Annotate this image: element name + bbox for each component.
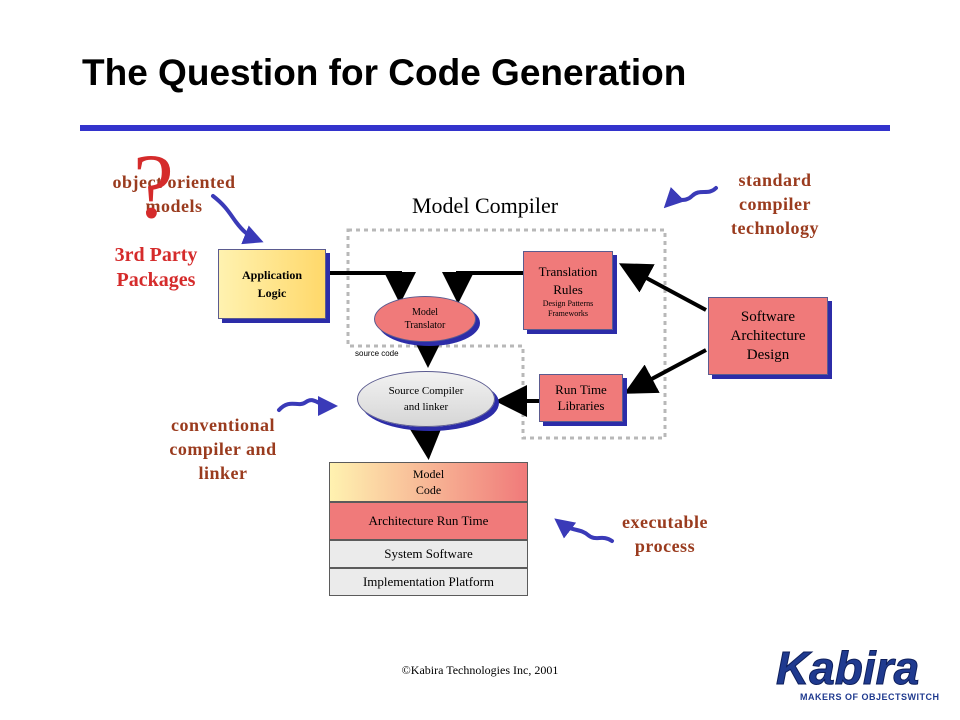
question-mark: ? [133, 135, 174, 237]
squiggle-arrow-executable [554, 518, 614, 543]
model-translator-ellipse: Model Translator [374, 296, 476, 342]
arrow-architecture-to-rules [618, 263, 707, 312]
title-underline [80, 125, 890, 131]
svg-text:Kabira: Kabira [776, 642, 919, 694]
object-oriented-models-label: object oriented models [112, 172, 236, 216]
run-time-libraries-box: Run Time Libraries [539, 374, 623, 422]
arrow-compiler-to-model-code [410, 426, 442, 460]
squiggle-arrow-standard [663, 186, 718, 209]
system-software-layer: System Software [329, 540, 528, 568]
kabira-logo: Kabira MAKERS OF OBJECTSWITCH [770, 640, 948, 710]
svg-text:MAKERS OF OBJECTSWITCH: MAKERS OF OBJECTSWITCH [800, 692, 940, 702]
standard-compiler-label: standard compiler technology [731, 170, 819, 238]
squiggle-arrow-conventional [277, 395, 338, 416]
software-architecture-box: Software Architecture Design [708, 297, 828, 375]
conventional-compiler-label: conventional compiler and linker [169, 415, 277, 483]
model-compiler-boundary [346, 228, 667, 440]
arrow-app-logic-to-translator [330, 271, 416, 304]
model-compiler-label: Model Compiler [412, 193, 559, 218]
squiggle-arrow-object-oriented [211, 194, 264, 245]
source-compiler-ellipse: Source Compiler and linker [357, 371, 495, 427]
model-code-layer: Model Code [329, 462, 528, 502]
architecture-run-time-layer: Architecture Run Time [329, 502, 528, 540]
executable-process-label: executable process [622, 512, 708, 556]
translation-rules-box: Translation Rules Design Patterns Framew… [523, 251, 613, 330]
copyright-footer: ©Kabira Technologies Inc, 2001 [401, 663, 559, 677]
arrow-architecture-to-libraries [623, 348, 707, 394]
arrow-rules-to-translator [442, 271, 523, 304]
implementation-platform-layer: Implementation Platform [329, 568, 528, 596]
third-party-packages-label: 3rd Party Packages [114, 244, 198, 291]
slide-title: The Question for Code Generation [82, 52, 687, 93]
application-logic-box: Application Logic [218, 249, 326, 319]
source-code-label: source code [355, 349, 399, 358]
